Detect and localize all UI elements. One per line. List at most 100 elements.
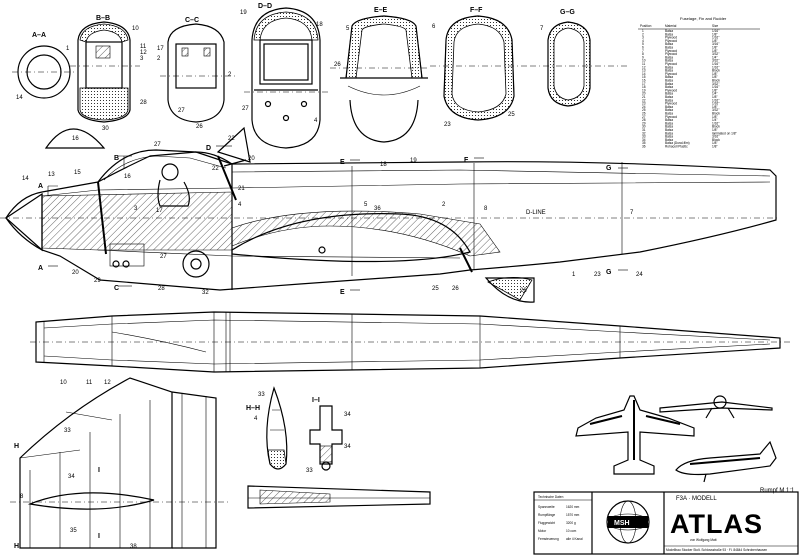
- parts-list-size: 1/8": [712, 128, 718, 132]
- svg-text:33: 33: [64, 428, 71, 434]
- svg-text:7: 7: [630, 210, 634, 216]
- svg-text:10: 10: [132, 26, 139, 32]
- parts-list-size: 1/4": [712, 92, 718, 96]
- parts-list-position: 8: [642, 52, 644, 56]
- parts-list-size: 1/8": [712, 49, 718, 53]
- svg-text:23: 23: [444, 122, 451, 128]
- parts-list-material: Balsa: [665, 128, 673, 132]
- parts-list-material: Rohacell Plastic: [665, 145, 688, 149]
- parts-list-size: 1/8": [712, 145, 718, 149]
- svg-text:22: 22: [212, 166, 219, 172]
- model-name: ATLAS: [670, 509, 763, 539]
- svg-text:5: 5: [346, 26, 350, 32]
- svg-text:von Wolfgang Matt: von Wolfgang Matt: [690, 538, 717, 542]
- svg-text:16: 16: [72, 136, 79, 142]
- svg-text:34: 34: [68, 474, 75, 480]
- parts-list-material: Balsa: [665, 112, 673, 116]
- parts-list-position: 7: [642, 49, 644, 53]
- svg-text:25: 25: [508, 112, 515, 118]
- parts-list-material: Balsa: [665, 135, 673, 139]
- parts-list-size: 1/4": [712, 55, 718, 59]
- fuselage-side-view: D-LINE 14 13 15 16 27 22 20 21 4 17 3 18…: [0, 142, 780, 303]
- parts-list-position: 4: [642, 39, 644, 43]
- parts-list-size: 1/8": [712, 88, 718, 92]
- parts-list-material: Balsa: [665, 82, 673, 86]
- parts-list-size: 1/16": [712, 36, 719, 40]
- spec-value: 10 ccm: [566, 529, 577, 533]
- svg-text:38: 38: [130, 544, 137, 550]
- parts-list-material: Balsa: [665, 29, 673, 33]
- parts-list-position: 15: [642, 75, 646, 79]
- parts-list-position: 30: [642, 125, 646, 129]
- parts-list-material: Balsa: [665, 59, 673, 63]
- svg-text:27: 27: [242, 106, 249, 112]
- section-e-e: E–E 26 5: [330, 7, 430, 143]
- spec-label: Rumpflänge: [538, 513, 555, 517]
- parts-list-position: 19: [642, 88, 646, 92]
- parts-list-position: 10: [642, 59, 646, 63]
- parts-list-position: 14: [642, 72, 646, 76]
- svg-text:23: 23: [594, 272, 601, 278]
- svg-text:30: 30: [102, 126, 109, 132]
- svg-text:4: 4: [314, 118, 318, 124]
- parts-list-size: 1/8": [712, 141, 718, 145]
- parts-list-position: 6: [642, 46, 644, 50]
- parts-list-position: 24: [642, 105, 646, 109]
- svg-text:18: 18: [380, 162, 387, 168]
- svg-text:E: E: [340, 159, 345, 166]
- parts-list-position: 35: [642, 141, 646, 145]
- parts-list-position: 25: [642, 108, 646, 112]
- three-view-top: [575, 395, 695, 475]
- pilot-figure: [157, 163, 190, 207]
- parts-list-size: 1/8": [712, 95, 718, 99]
- svg-text:16: 16: [124, 174, 131, 180]
- svg-text:A: A: [38, 183, 43, 190]
- parts-list-size: Block: [712, 112, 720, 116]
- svg-text:19: 19: [410, 158, 417, 164]
- svg-text:27: 27: [178, 108, 185, 114]
- section-c-c: C–C 17 2 2 27 26: [157, 17, 235, 130]
- parts-list-size: 3/32": [712, 59, 719, 63]
- svg-text:F: F: [464, 157, 469, 164]
- parts-list-size: 1/16": [712, 65, 719, 69]
- parts-list-size: 3/16": [712, 135, 719, 139]
- svg-text:F3A · MODELL: F3A · MODELL: [676, 496, 717, 502]
- parts-list-size: Block: [712, 79, 720, 83]
- parts-list-material: Balsa: [665, 69, 673, 73]
- parts-list-material: Plywood: [665, 72, 677, 76]
- parts-list-material: Balsa: [665, 108, 673, 112]
- svg-text:Material: Material: [665, 24, 677, 28]
- parts-list-size: laminated on 1/8": [712, 131, 737, 135]
- parts-list-material: Balsa: [665, 46, 673, 50]
- svg-text:17: 17: [156, 208, 163, 214]
- wheel: [182, 250, 210, 278]
- svg-text:I: I: [98, 467, 100, 474]
- parts-list-position: 3: [642, 36, 644, 40]
- three-view-front: [659, 395, 773, 419]
- svg-text:20: 20: [72, 270, 79, 276]
- parts-list-material: Plywood: [665, 115, 677, 119]
- parts-list-size: 3/16": [712, 42, 719, 46]
- parts-list-size: 1/16": [712, 102, 719, 106]
- svg-text:26: 26: [334, 62, 341, 68]
- parts-list-material: Plywood: [665, 49, 677, 53]
- section-i-i: I–I 34 34 33: [306, 397, 351, 474]
- parts-list-material: Balsa (Dural-film): [665, 141, 690, 145]
- svg-text:17: 17: [157, 46, 164, 52]
- svg-text:18: 18: [316, 22, 323, 28]
- parts-list-position: 27: [642, 115, 646, 119]
- svg-text:32: 32: [202, 290, 209, 296]
- svg-text:10: 10: [60, 380, 67, 386]
- parts-list-position: 33: [642, 135, 646, 139]
- svg-text:2: 2: [228, 72, 232, 78]
- svg-text:A–A: A–A: [32, 32, 46, 39]
- parts-list-position: 31: [642, 128, 646, 132]
- parts-list-size: 1/16": [712, 85, 719, 89]
- svg-text:8: 8: [20, 494, 24, 500]
- svg-text:I–I: I–I: [312, 397, 320, 404]
- parts-list-size: 3/32": [712, 52, 719, 56]
- svg-text:2: 2: [157, 56, 161, 62]
- svg-text:35: 35: [70, 528, 77, 534]
- section-a-a: A–A 14: [12, 32, 76, 101]
- svg-text:28: 28: [158, 286, 165, 292]
